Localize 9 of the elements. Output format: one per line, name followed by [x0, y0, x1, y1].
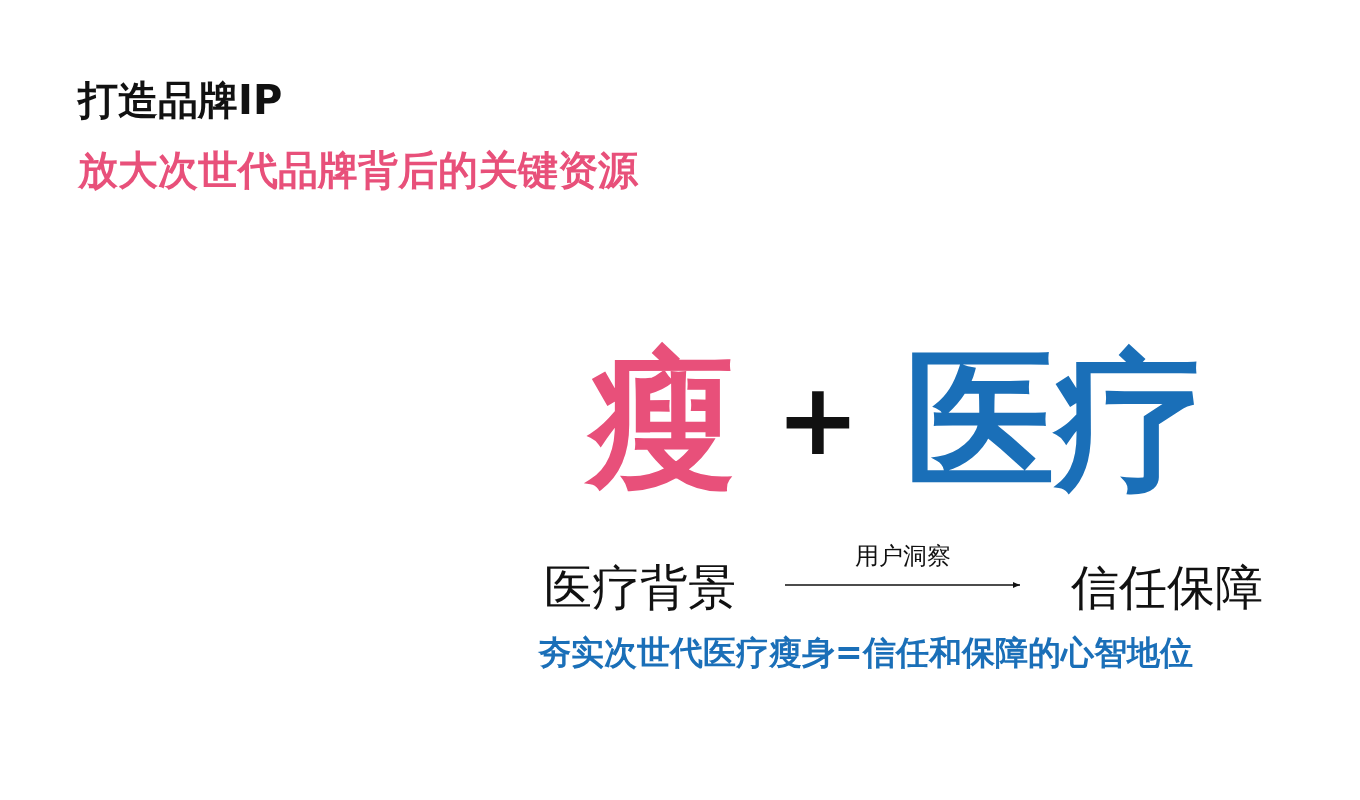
node-text: 信任保障: [1062, 562, 1272, 612]
arrow: [784, 582, 1021, 588]
title: 打造品牌IP: [78, 80, 283, 120]
subtitle: 放大次世代品牌背后的关键资源: [78, 150, 638, 190]
summary-text: 夯实次世代医疗瘦身=信任和保障的心智地位: [538, 636, 1193, 669]
edge-label: 用户洞察: [853, 544, 952, 568]
node-text: 医疗背景: [535, 562, 745, 612]
headline-word: 医疗: [905, 345, 1205, 495]
plus-sign: +: [776, 370, 860, 470]
